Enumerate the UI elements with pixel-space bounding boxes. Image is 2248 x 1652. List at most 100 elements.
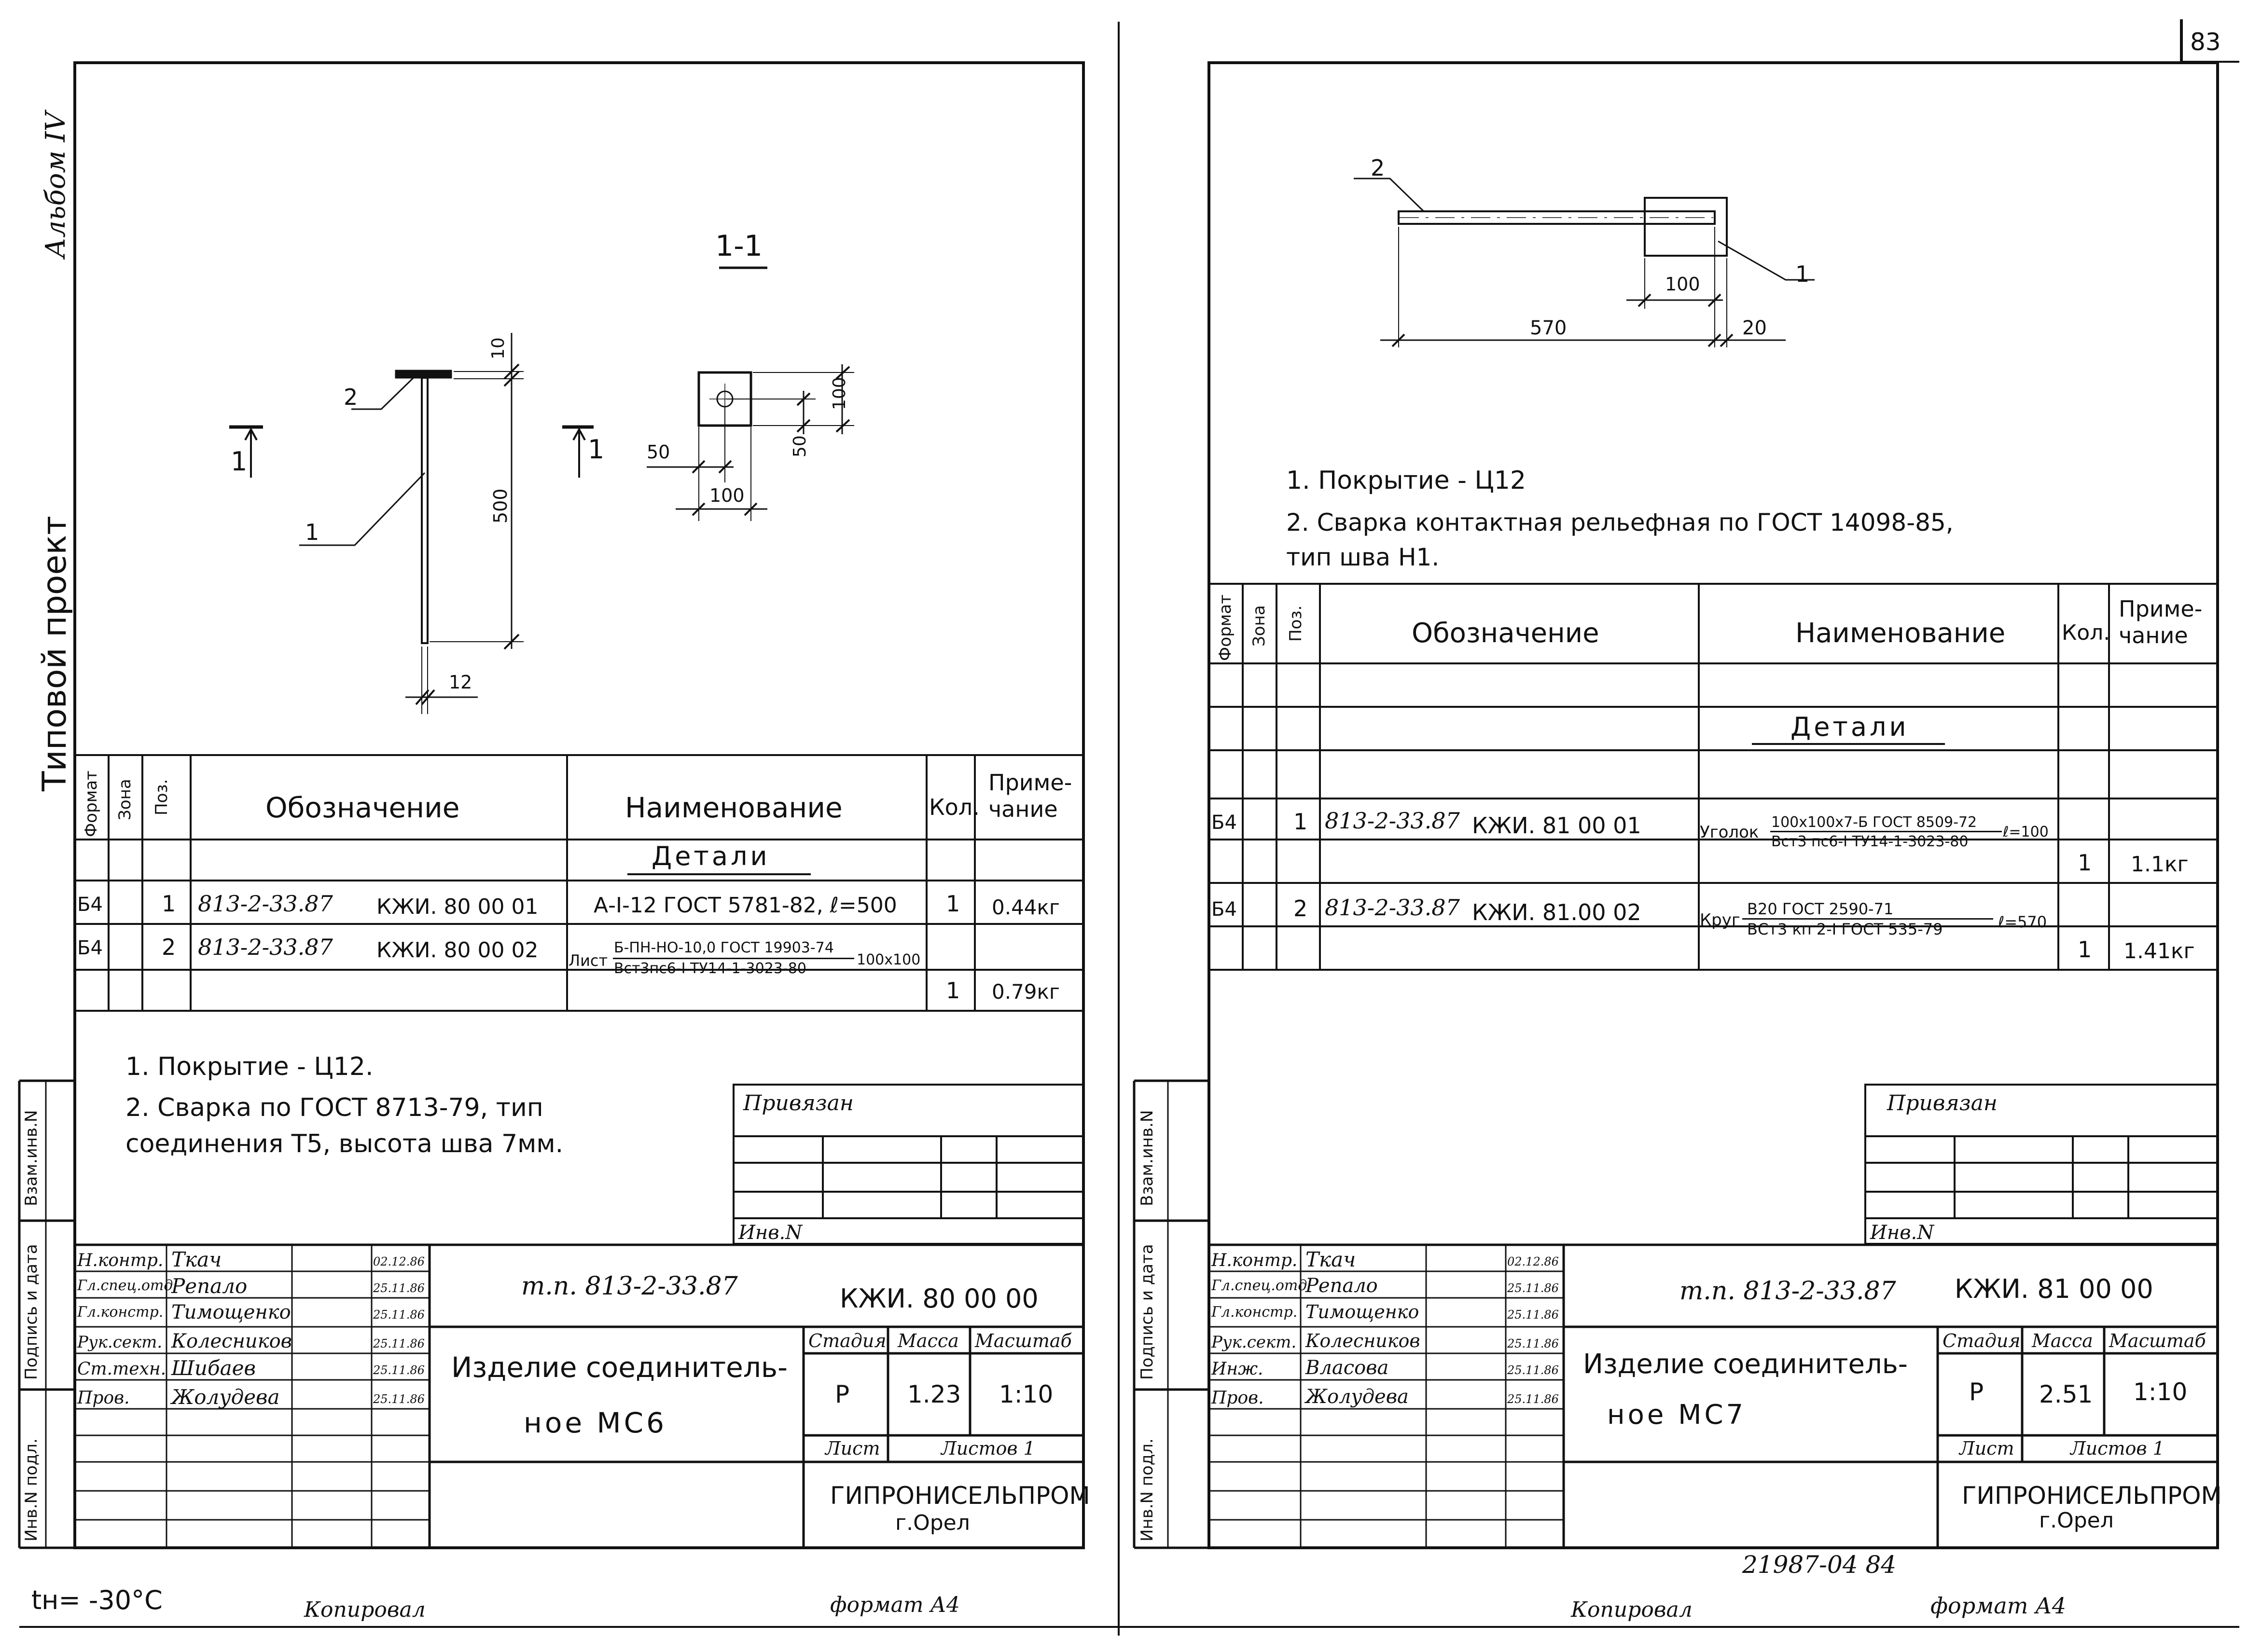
staff-date: 25.11.86 bbox=[373, 1363, 425, 1377]
staff-role: Инж. bbox=[1211, 1359, 1263, 1379]
right-row1-name-top: 100х100х7-Б ГОСТ 8509-72 bbox=[1771, 814, 1977, 831]
right-row1-name-bottom: Вст3 пс6-I ТУ14-1-3023-80 bbox=[1771, 833, 1969, 850]
right-row1-qty: 1 bbox=[2078, 850, 2092, 876]
staff-date: 02.12.86 bbox=[373, 1255, 425, 1268]
row2-fraction-bar bbox=[613, 958, 854, 959]
stamp-replaced-inv-right: Взам.инв.N bbox=[1138, 1110, 1157, 1206]
organization-name: ГИПРОНИСЕЛЬПРОМ bbox=[830, 1482, 1090, 1510]
row1-note: 0.44кг bbox=[992, 895, 1060, 919]
row2-name-top: Б-ПН-НО-10,0 ГОСТ 19903-74 bbox=[614, 939, 834, 956]
dim-50-vertical: 50 bbox=[790, 435, 810, 457]
right-row1-code: КЖИ. 81 00 01 bbox=[1472, 812, 1641, 839]
row1-doc: 813-2-33.87 bbox=[198, 891, 333, 917]
right-position-1-label: 1 bbox=[1795, 261, 1810, 287]
row1-pos: 1 bbox=[162, 891, 176, 917]
right-sheet-label: Лист bbox=[1959, 1438, 2014, 1459]
right-note-3: тип шва Н1. bbox=[1286, 543, 1440, 571]
staff-role: Гл.констр. bbox=[1211, 1304, 1298, 1321]
right-note-2: 2. Сварка контактная рельефная по ГОСТ 1… bbox=[1286, 509, 1954, 537]
inv-label: Инв.N bbox=[738, 1222, 803, 1244]
right-row2-format: Б4 bbox=[1211, 898, 1237, 921]
right-col-qty: Кол. bbox=[2062, 620, 2110, 645]
right-stage-value: Р bbox=[1969, 1378, 1984, 1406]
bottom-archive-number: 21987-04 84 bbox=[1742, 1551, 1897, 1579]
col-format: Формат bbox=[82, 771, 101, 837]
right-row1-note: 1.1кг bbox=[2131, 852, 2189, 877]
staff-name: Тимощенко bbox=[1305, 1301, 1419, 1322]
staff-role: Ст.техн. bbox=[77, 1359, 167, 1379]
mass-value: 1.23 bbox=[907, 1380, 961, 1408]
staff-date: 25.11.86 bbox=[373, 1308, 425, 1322]
staff-name: Репало bbox=[1305, 1275, 1378, 1297]
row3-note: 0.79кг bbox=[992, 980, 1060, 1004]
right-col-name: Наименование bbox=[1795, 618, 2006, 649]
scale-value: 1:10 bbox=[999, 1380, 1054, 1408]
staff-name: Тимощенко bbox=[171, 1301, 291, 1323]
row2-name-bottom: Вст3пс6-I ТУ14-1-3023-80 bbox=[614, 960, 806, 977]
right-product-title-line1: Изделие соединитель- bbox=[1583, 1349, 1908, 1380]
right-stage-header: Стадия bbox=[1943, 1330, 2021, 1351]
stamp-replaced-inv: Взам.инв.N bbox=[22, 1110, 41, 1206]
design-temperature: tн= -30°С bbox=[31, 1585, 163, 1615]
project-label: Типовой проект bbox=[36, 515, 74, 791]
row1-code: КЖИ. 80 00 01 bbox=[376, 895, 539, 919]
right-row1-doc: 813-2-33.87 bbox=[1325, 808, 1460, 834]
staff-date: 25.11.86 bbox=[373, 1281, 425, 1295]
right-row1-fraction-bar bbox=[1770, 831, 2002, 832]
product-title-line2: ное МС6 bbox=[524, 1406, 667, 1439]
right-section-title-details: Детали bbox=[1790, 712, 1909, 742]
section-label: 1-1 bbox=[715, 229, 763, 263]
right-dim-20: 20 bbox=[1742, 317, 1767, 339]
staff-role: Пров. bbox=[77, 1388, 130, 1408]
position-2-label: 2 bbox=[344, 384, 358, 410]
staff-name: Жолудева bbox=[171, 1385, 280, 1409]
right-privyazan-label: Привязан bbox=[1887, 1091, 1998, 1115]
right-col-zone: Зона bbox=[1249, 605, 1269, 647]
right-organization-name: ГИПРОНИСЕЛЬПРОМ bbox=[1962, 1482, 2222, 1510]
staff-name: Жолудева bbox=[1305, 1386, 1409, 1408]
right-row2-qty: 1 bbox=[2078, 936, 2092, 963]
right-row2-code: КЖИ. 81.00 02 bbox=[1472, 899, 1641, 925]
stamp-sign-date-right: Подпись и дата bbox=[1138, 1244, 1157, 1380]
staff-role: Рук.сект. bbox=[77, 1333, 163, 1352]
page-number: 83 bbox=[2190, 28, 2221, 56]
right-inv-label: Инв.N bbox=[1870, 1222, 1934, 1244]
staff-date: 25.11.86 bbox=[1507, 1281, 1559, 1295]
right-col-designation: Обозначение bbox=[1412, 618, 1599, 649]
dim-100-vertical: 100 bbox=[830, 377, 849, 410]
right-row2-pos: 2 bbox=[1293, 895, 1308, 922]
right-dim-100: 100 bbox=[1665, 274, 1700, 295]
right-col-pos: Поз. bbox=[1286, 605, 1305, 642]
staff-name: Колесников bbox=[1305, 1330, 1420, 1351]
dim-500: 500 bbox=[490, 488, 511, 523]
right-row2-name-prefix: Круг bbox=[1700, 910, 1740, 930]
staff-role: Рук.сект. bbox=[1211, 1333, 1297, 1352]
col-zone: Зона bbox=[115, 779, 135, 820]
sheets-count: Листов 1 bbox=[941, 1438, 1035, 1459]
right-position-2-label: 2 bbox=[1371, 155, 1385, 181]
scale-header: Масштаб bbox=[975, 1330, 1072, 1351]
right-mass-value: 2.51 bbox=[2039, 1380, 2093, 1408]
right-row2-name-top: В20 ГОСТ 2590-71 bbox=[1747, 900, 1894, 918]
row3-qty: 1 bbox=[946, 977, 960, 1004]
section-mark-left: 1 bbox=[231, 446, 248, 477]
right-row2-note: 1.41кг bbox=[2123, 939, 2195, 964]
right-row1-pos: 1 bbox=[1293, 809, 1308, 835]
dim-10: 10 bbox=[488, 337, 508, 359]
right-row2-name-suffix: ℓ=570 bbox=[1998, 913, 2047, 931]
stage-header: Стадия bbox=[808, 1330, 887, 1351]
stamp-orig-inv: Инв.N подл. bbox=[22, 1438, 41, 1542]
staff-name: Ткач bbox=[171, 1248, 222, 1271]
mass-header: Масса bbox=[898, 1330, 959, 1351]
right-sheets-count: Листов 1 bbox=[2070, 1438, 2165, 1459]
note-3: соединения Т5, высота шва 7мм. bbox=[125, 1129, 564, 1158]
stamp-sign-date: Подпись и дата bbox=[22, 1244, 41, 1380]
dim-12: 12 bbox=[449, 672, 472, 693]
staff-date: 25.11.86 bbox=[1507, 1392, 1559, 1406]
right-row1-name-prefix: Уголок bbox=[1700, 823, 1759, 842]
staff-date: 25.11.86 bbox=[373, 1337, 425, 1350]
note-2: 2. Сварка по ГОСТ 8713-79, тип bbox=[125, 1093, 543, 1122]
staff-date: 25.11.86 bbox=[1507, 1308, 1559, 1322]
row2-name-prefix: Лист bbox=[569, 951, 608, 970]
